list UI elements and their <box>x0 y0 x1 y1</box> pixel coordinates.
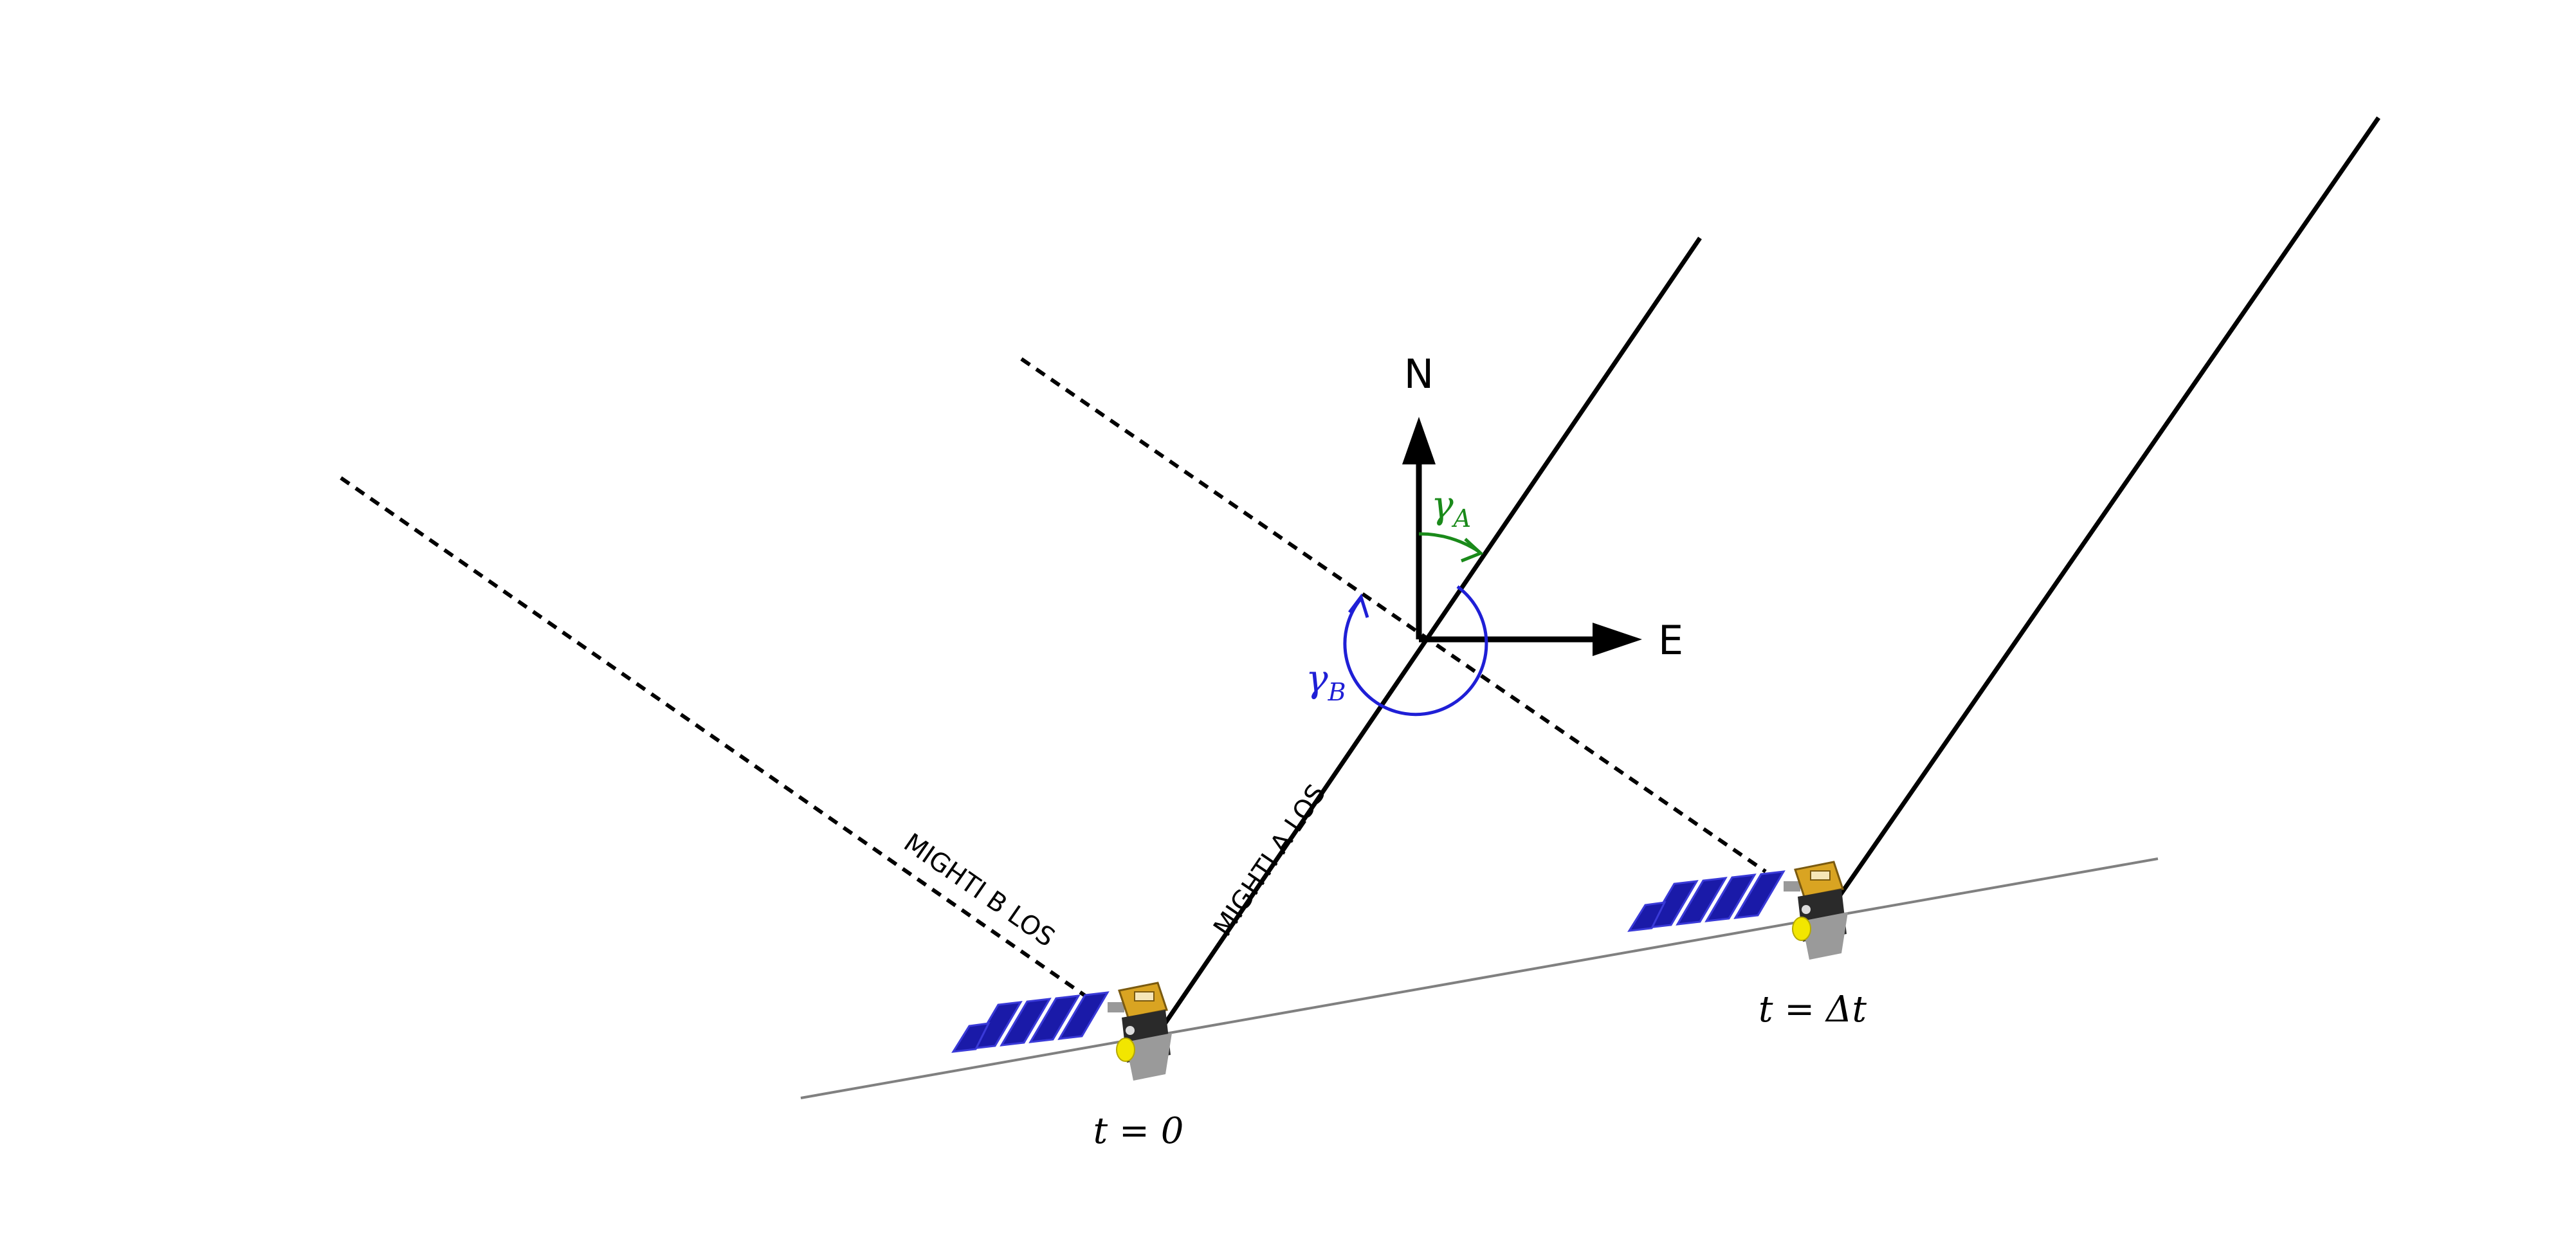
sensor-icon <box>1792 917 1811 941</box>
spacecraft-icon <box>1627 861 1848 960</box>
gamma-a-label: γA <box>1431 483 1471 533</box>
east-arrow <box>1419 623 1642 656</box>
spacecraft-body-icon <box>1118 982 1172 1081</box>
north-label: N <box>1404 351 1434 398</box>
spacecraft-body-icon <box>1794 861 1848 960</box>
gamma-a-arc <box>1418 532 1484 563</box>
solar-panel-icon <box>1627 870 1786 932</box>
north-arrow <box>1402 417 1436 639</box>
time-label-t0: t = 0 <box>1093 1110 1184 1152</box>
spacecraft-icon <box>951 982 1172 1081</box>
mighti-a-los-line-t0 <box>1162 237 1702 1026</box>
mighti-b-los-label: MIGHTI B LOS <box>899 828 1060 953</box>
gamma-b-label: γB <box>1306 657 1346 706</box>
orbit-track <box>800 857 2159 1099</box>
gamma-b-arc <box>1343 585 1488 717</box>
solar-panel-icon <box>951 991 1110 1053</box>
mighti-a-los-line-tdt <box>1833 116 2380 904</box>
east-label: E <box>1658 617 1683 664</box>
mighti-b-los-line-tdt <box>1020 357 1767 874</box>
time-label-tdt: t = Δt <box>1758 989 1867 1030</box>
mighti-a-los-label: MIGHTI A LOS <box>1208 779 1331 941</box>
mighti-b-los-line-t0 <box>340 476 1088 999</box>
sensor-icon <box>1116 1038 1135 1062</box>
